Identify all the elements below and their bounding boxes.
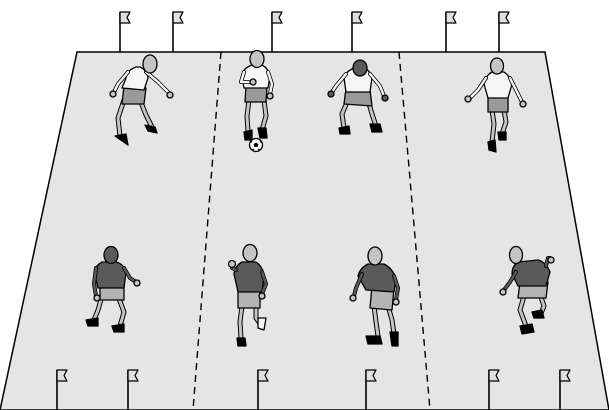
pennant-flag-icon [173, 12, 183, 52]
pennant-flag-icon [499, 12, 509, 52]
soccer-ball-icon [250, 139, 263, 152]
field-surface [0, 52, 609, 410]
pennant-flag-icon [272, 12, 282, 52]
pennant-flag-icon [120, 12, 130, 52]
pennant-flag-icon [446, 12, 456, 52]
pennant-flag-icon [352, 12, 362, 52]
top-flags [120, 12, 509, 52]
